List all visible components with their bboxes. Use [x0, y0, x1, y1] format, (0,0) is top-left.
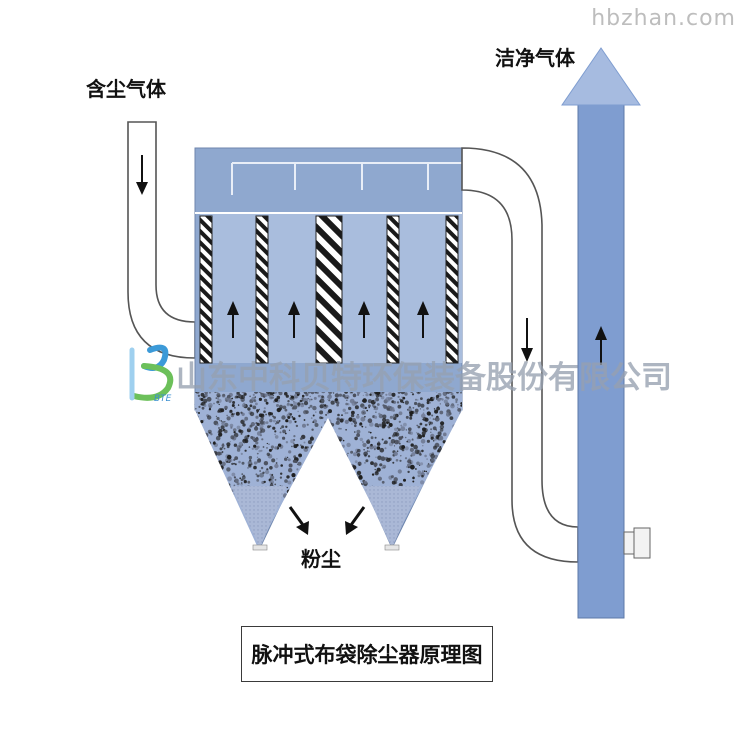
- right-discharge-valve: [384, 544, 400, 551]
- arrow-icon: [227, 301, 239, 338]
- stack-arrow-icon: [561, 47, 641, 106]
- clean-gas-label: 洁净气体: [495, 46, 576, 70]
- left-discharge-valve: [252, 544, 268, 551]
- filter-bag: [255, 215, 269, 364]
- bte-logo-icon: [129, 344, 174, 401]
- arrow-icon: [521, 318, 533, 362]
- company-watermark: 山东中科贝特环保装备股份有限公司: [176, 360, 672, 396]
- dust-layer: [195, 392, 462, 548]
- left-hopper-bottom: [231, 486, 287, 548]
- flow-arrows: [136, 155, 607, 535]
- right-hopper-bottom: [363, 486, 420, 548]
- dust-label: 粉尘: [301, 547, 341, 571]
- site-watermark: hbzhan.com: [591, 6, 736, 31]
- sample-port-flange: [633, 527, 651, 559]
- inlet-pipe: [127, 121, 196, 359]
- filter-bag: [315, 215, 343, 364]
- dusty-gas-label: 含尘气体: [86, 77, 167, 101]
- filter-bag: [445, 215, 459, 364]
- arrow-icon: [288, 301, 300, 338]
- diagram-title: 脉冲式布袋除尘器原理图: [241, 626, 493, 682]
- arrow-icon: [288, 506, 309, 535]
- arrow-icon: [417, 301, 429, 338]
- filter-bags: [199, 215, 459, 364]
- logo-text: BTE: [154, 394, 172, 404]
- filter-bag: [199, 215, 213, 364]
- arrow-icon: [595, 326, 607, 365]
- filter-bag: [386, 215, 400, 364]
- arrow-icon: [345, 506, 366, 535]
- arrow-icon: [358, 301, 370, 338]
- sample-port: [623, 531, 635, 555]
- arrow-icon: [136, 155, 148, 195]
